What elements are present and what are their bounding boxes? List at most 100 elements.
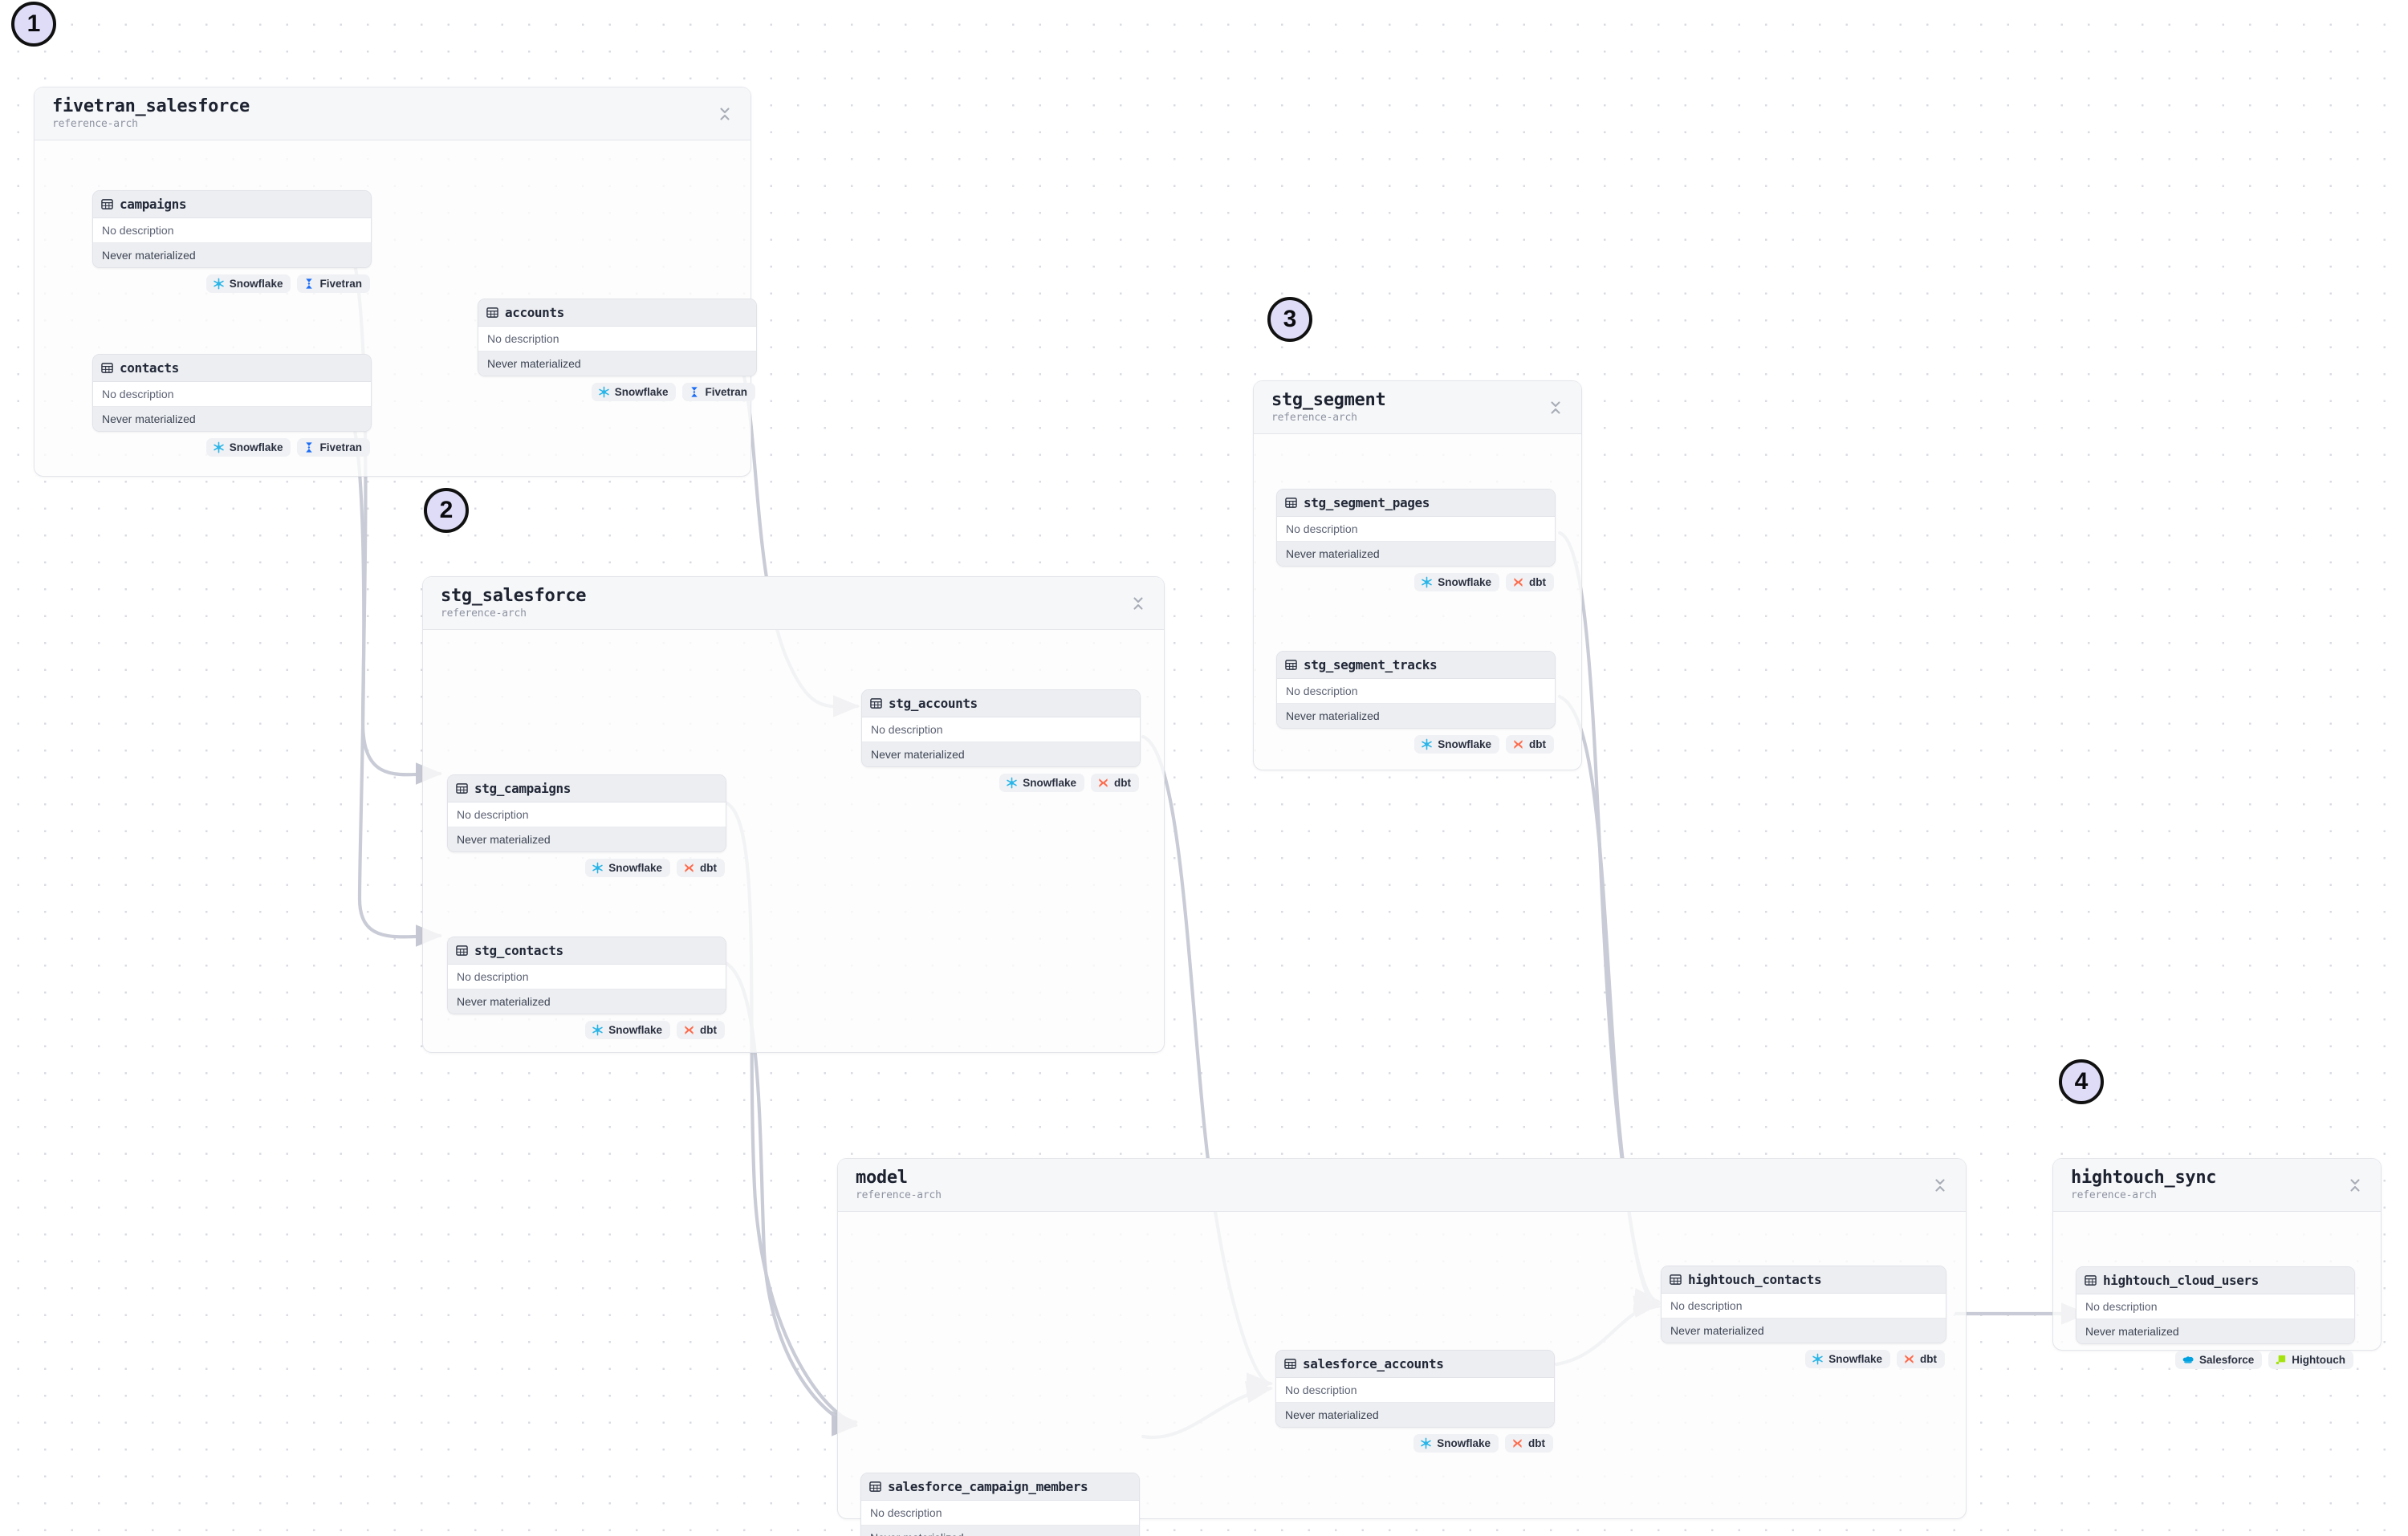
snowflake-icon bbox=[1422, 738, 1432, 750]
badge-dbt[interactable]: dbt bbox=[1897, 1350, 1945, 1368]
badge-dbt[interactable]: dbt bbox=[1091, 774, 1139, 792]
node-materialization: Never materialized bbox=[1277, 704, 1555, 728]
badge-fivetran[interactable]: Fivetran bbox=[297, 274, 370, 293]
badge-label: Snowflake bbox=[608, 862, 662, 874]
dbt-icon bbox=[1514, 740, 1523, 749]
table-icon bbox=[1670, 1274, 1682, 1285]
badge-label: Snowflake bbox=[608, 1024, 662, 1036]
node-header[interactable]: accounts bbox=[478, 299, 756, 327]
badge-snowflake[interactable]: Snowflake bbox=[585, 1021, 670, 1039]
badge-dbt[interactable]: dbt bbox=[677, 1021, 725, 1039]
node-header[interactable]: stg_segment_pages bbox=[1277, 490, 1555, 517]
badge-dbt[interactable]: dbt bbox=[1505, 1434, 1553, 1453]
badge-snowflake[interactable]: Snowflake bbox=[1414, 735, 1499, 754]
badge-dbt[interactable]: dbt bbox=[1506, 573, 1554, 591]
badge-fivetran[interactable]: Fivetran bbox=[682, 383, 755, 401]
node-header[interactable]: stg_accounts bbox=[862, 690, 1140, 717]
snowflake-icon bbox=[1422, 576, 1432, 588]
badge-dbt[interactable]: dbt bbox=[1506, 735, 1554, 754]
badge-snowflake[interactable]: Snowflake bbox=[999, 774, 1084, 792]
node-header[interactable]: stg_contacts bbox=[448, 937, 726, 965]
badge-salesforce[interactable]: Salesforce bbox=[2174, 1351, 2263, 1369]
badge-label: Snowflake bbox=[1437, 1437, 1491, 1449]
node-materialization: Never materialized bbox=[93, 243, 371, 267]
badge-snowflake[interactable]: Snowflake bbox=[1414, 573, 1499, 591]
node-header[interactable]: salesforce_campaign_members bbox=[861, 1473, 1139, 1501]
node-badges: Snowflake dbt bbox=[447, 859, 726, 877]
node-header[interactable]: stg_campaigns bbox=[448, 775, 726, 803]
dbt-icon bbox=[1905, 1355, 1914, 1363]
badge-snowflake[interactable]: Snowflake bbox=[1805, 1350, 1890, 1368]
table-icon bbox=[1284, 1359, 1296, 1369]
node-header[interactable]: hightouch_cloud_users bbox=[2076, 1267, 2354, 1294]
dbt-icon bbox=[685, 1026, 694, 1034]
collapse-icon[interactable] bbox=[1130, 595, 1146, 612]
badge-snowflake[interactable]: Snowflake bbox=[591, 383, 677, 401]
dbt-icon bbox=[685, 863, 694, 872]
badge-fivetran[interactable]: Fivetran bbox=[297, 438, 370, 457]
collapse-icon[interactable] bbox=[717, 105, 733, 123]
collapse-icon[interactable] bbox=[1932, 1176, 1948, 1194]
badge-snowflake[interactable]: Snowflake bbox=[585, 859, 670, 877]
node-header[interactable]: contacts bbox=[93, 355, 371, 382]
table-icon bbox=[1285, 660, 1297, 670]
badge-label: Snowflake bbox=[229, 441, 283, 453]
group-title: stg_segment bbox=[1271, 390, 1386, 411]
node-description: No description bbox=[93, 218, 371, 243]
group-subtitle: reference-arch bbox=[52, 117, 138, 130]
node-header[interactable]: stg_segment_tracks bbox=[1277, 652, 1555, 679]
badge-snowflake[interactable]: Snowflake bbox=[1413, 1434, 1499, 1453]
node-header[interactable]: hightouch_contacts bbox=[1662, 1266, 1946, 1294]
badge-snowflake[interactable]: Snowflake bbox=[205, 274, 291, 293]
badge-dbt[interactable]: dbt bbox=[677, 859, 725, 877]
step-marker-2: 2 bbox=[424, 488, 469, 533]
node-materialization: Never materialized bbox=[2076, 1319, 2354, 1343]
collapse-icon[interactable] bbox=[2347, 1176, 2363, 1194]
node-header[interactable]: salesforce_accounts bbox=[1276, 1351, 1554, 1378]
collapse-icon[interactable] bbox=[1548, 399, 1564, 417]
node-header[interactable]: campaigns bbox=[93, 191, 371, 218]
badge-hightouch[interactable]: Hightouch bbox=[2268, 1351, 2353, 1369]
table-icon bbox=[456, 945, 468, 956]
badge-snowflake[interactable]: Snowflake bbox=[205, 438, 291, 457]
dbt-icon bbox=[1514, 578, 1523, 587]
node-name: salesforce_accounts bbox=[1303, 1356, 1444, 1371]
node-badges: Snowflake dbt bbox=[1276, 735, 1556, 754]
